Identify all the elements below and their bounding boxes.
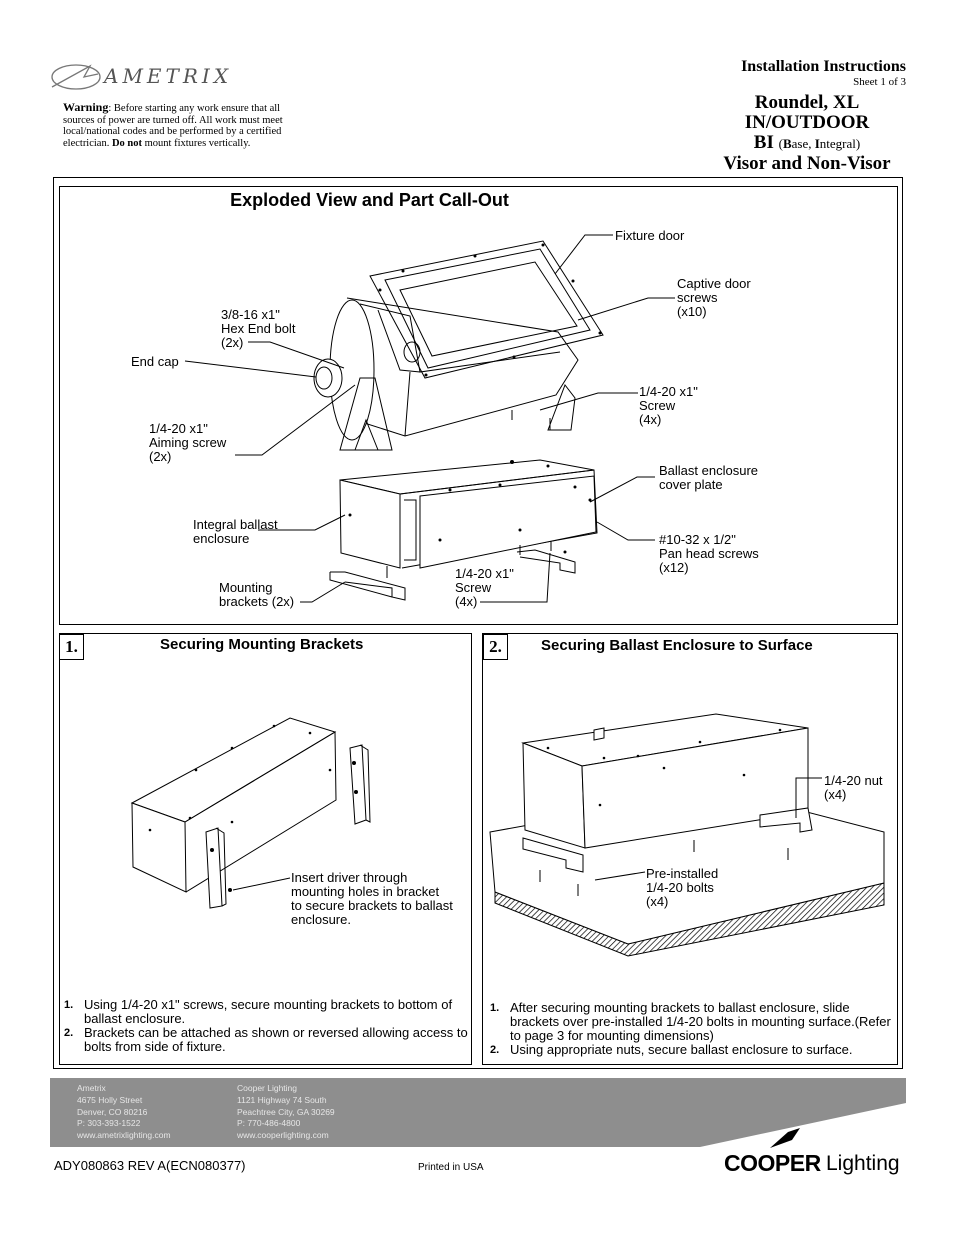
product-title: Roundel, XL IN/OUTDOOR BI (Base, Integra… [700,93,914,174]
letter-i: I [814,136,820,151]
text-ase: ase, [791,136,815,151]
address-line: P: 303-393-1522 [77,1118,141,1129]
ametrix-logo-mark [51,64,101,90]
address-line: 4675 Holly Street [77,1094,143,1105]
step-2-panel [482,633,898,1065]
address-line: www.ametrixlighting.com [77,1130,171,1141]
address-line: Cooper Lighting [237,1083,298,1093]
warning-colon: : [108,103,112,114]
callout-integral-ballast: Integral ballast enclosure [193,517,278,546]
item-number: 1. [64,999,74,1011]
item-text: Using 1/4-20 x1" screws, secure mounting… [84,997,453,1026]
footer-band [50,1078,906,1147]
sheet-number: Sheet 1 of 3 [853,76,906,88]
product-location: IN/OUTDOOR [744,112,870,133]
callout-cover-plate: Ballast enclosure cover plate [659,463,758,492]
step-2-number: 2. [483,634,508,660]
callout-hex-end-bolt: 3/8-16 x1" Hex End bolt (2x) [221,307,296,350]
address-line: 1121 Highway 74 South [237,1094,327,1105]
mount-code: BI [753,132,774,153]
exploded-view-panel [59,186,898,625]
paren: ) [855,136,861,151]
step-2-title: Securing Ballast Enclosure to Surface [541,637,813,654]
callout-screw-top: 1/4-20 x1" Screw (4x) [639,384,698,427]
brand-name: AMETRIX [104,64,233,88]
callout-fixture-door: Fixture door [615,228,685,243]
step-1-title: Securing Mounting Brackets [160,636,364,653]
item-number: 2. [64,1027,74,1039]
address-line: www.cooperlighting.com [237,1130,329,1141]
callout-insert-driver: Insert driver through mounting holes in … [291,870,453,927]
callout-nut: 1/4-20 nut (x4) [824,773,883,802]
item-text: Using appropriate nuts, secure ballast e… [510,1042,853,1057]
address-line: P: 770-486-4800 [237,1118,301,1129]
cooper-logo-bold: COOPER [724,1150,821,1176]
warning-label: Warning [63,100,109,114]
product-variant: Visor and Non-Visor [723,153,891,174]
step-1-instructions: 1. Using 1/4-20 x1" screws, secure mounti… [64,998,470,1054]
callout-end-cap: End cap [131,354,179,369]
step-2-item: 1. After securing mounting brackets to ba… [490,1001,894,1043]
item-text: After securing mounting brackets to ball… [510,1000,891,1043]
item-number: 1. [490,1002,500,1014]
cooper-logo-light: Lighting [826,1152,900,1175]
item-number: 2. [490,1044,500,1056]
footer-cooper-address: Cooper Lighting 1121 Highway 74 South Pe… [237,1083,335,1142]
callout-screw-bottom: 1/4-20 x1" Screw (4x) [455,566,514,609]
callout-aiming-screw: 1/4-20 x1" Aiming screw (2x) [149,421,227,464]
step-1-panel [59,633,472,1065]
doc-title: Installation Instructions [741,58,906,75]
callout-preinstalled-bolts: Pre-installed 1/4-20 bolts (x4) [646,866,719,909]
step-1-item: 2. Brackets can be attached as shown or r… [64,1026,470,1054]
callout-pan-head-screws: #10-32 x 1/2" Pan head screws (x12) [659,532,759,575]
address-line: Denver, CO 80216 [77,1106,148,1117]
letter-b: B [782,136,792,151]
paren: ( [778,136,783,151]
warning-text-end: mount fixtures vertically. [142,137,251,149]
callout-mounting-brackets: Mounting brackets (2x) [219,580,295,609]
address-line: Peachtree City, GA 30269 [237,1106,335,1117]
address-line: Ametrix [77,1083,106,1093]
product-name: Roundel, XL [754,92,860,113]
warning-text: Before starting any work ensure that all… [63,103,283,149]
cooper-logo-mark [770,1128,800,1148]
step-2-instructions: 1. After securing mounting brackets to ba… [490,1001,894,1057]
text-ntegral: ntegral [819,136,856,151]
content-frame [53,177,903,1069]
callout-captive-screws: Captive door screws (x10) [677,276,751,319]
step-1-number: 1. [59,634,84,660]
document-number: ADY080863 REV A(ECN080377) [54,1158,246,1173]
item-text: Brackets can be attached as shown or rev… [84,1025,468,1054]
warning-emphasis: Do not [111,137,143,149]
product-mount: BI (Base, Integral) [700,133,914,154]
step-2-item: 2. Using appropriate nuts, secure ballast… [490,1043,894,1057]
exploded-view-title: Exploded View and Part Call-Out [230,190,509,210]
warning-note: Warning: Before starting any work ensure… [63,100,295,149]
footer-ametrix-address: Ametrix 4675 Holly Street Denver, CO 802… [77,1083,171,1142]
printed-in: Printed in USA [418,1162,484,1173]
step-1-item: 1. Using 1/4-20 x1" screws, secure mounti… [64,998,470,1026]
